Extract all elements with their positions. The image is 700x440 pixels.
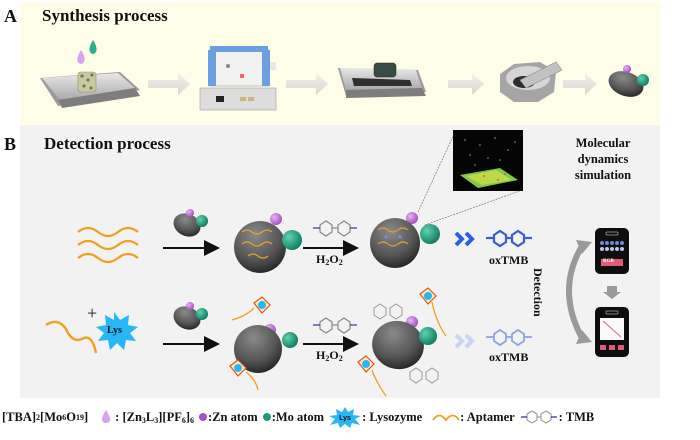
oxtmb-molecule-faded-icon — [486, 328, 532, 347]
oxtmb-molecule-icon — [486, 229, 532, 248]
chevron-arrow-faded-icon — [454, 333, 475, 349]
step-arrow-icon — [286, 73, 328, 95]
md-label-line: Molecular — [575, 136, 631, 150]
legend-item-zn-precursor: : [Zn3L3][PF6]6 — [100, 409, 194, 425]
md-label-line: dynamics — [577, 152, 629, 166]
zn-precursor-droplet-icon — [77, 50, 85, 64]
tube-furnace-icon — [199, 46, 277, 111]
zoom-connector-line — [424, 189, 523, 226]
step-arrow-icon — [148, 73, 190, 95]
aptamer-strand-icon — [45, 320, 98, 354]
detection-label: Detection — [531, 268, 545, 317]
zn-droplet-icon — [101, 410, 111, 423]
legend-item-mo-atom: :Mo atom — [262, 410, 324, 425]
lysozyme-star-icon — [96, 312, 138, 350]
legend-item-tmb: : TMB — [519, 408, 594, 426]
panel-b-letter: B — [4, 134, 17, 154]
legend-item-lysozyme: Lys : Lysozyme — [328, 406, 422, 428]
lysozyme-icon: Lys — [329, 407, 362, 428]
aptamer-lys-complex-particle-icon — [229, 296, 298, 391]
oxtmb-label-top: oxTMB — [489, 253, 529, 267]
complex-tmb-particle-icon — [357, 287, 447, 397]
chevron-arrow-icon — [454, 231, 475, 247]
nanozyme-particle-icon — [173, 302, 208, 330]
detection-curved-arrow-icon — [566, 240, 592, 344]
rgb-badge: RGB — [603, 259, 614, 264]
md-simulation-label: Molecular dynamics simulation — [548, 135, 658, 183]
product-boat-icon — [338, 62, 426, 98]
zn-atom-icon — [199, 413, 208, 421]
panel-a-letter: A — [4, 6, 17, 26]
tmb-molecule-icon — [313, 220, 357, 237]
panel-a-title: Synthesis process — [42, 6, 168, 25]
aptamer-tmb-particle-icon — [370, 212, 440, 268]
legend-item-zn-atom: :Zn atom — [198, 410, 258, 425]
mortar-pestle-icon — [500, 61, 563, 102]
panel-b-title: Detection process — [44, 134, 171, 153]
precursor-boat-icon — [40, 71, 140, 108]
svg-text:Lys: Lys — [339, 415, 351, 422]
plus-sign: + — [87, 303, 98, 323]
legend-item-aptamer: : Aptamer — [432, 410, 515, 425]
zoom-connector-line — [417, 131, 456, 213]
step-arrow-icon — [563, 73, 597, 95]
nanozyme-particle-icon — [173, 209, 208, 237]
down-arrow-icon — [603, 286, 621, 299]
md-label-line: simulation — [574, 168, 632, 182]
oxtmb-label-bottom: oxTMB — [489, 350, 529, 364]
h2o2-label-top: H2O2 — [316, 252, 343, 267]
lysozyme-label: Lys — [107, 325, 123, 336]
smartphone-color-readout-icon — [595, 228, 629, 274]
smartphone-calibration-curve-icon — [595, 307, 629, 357]
step-arrow-icon — [448, 73, 484, 95]
md-simulation-image — [453, 130, 523, 191]
aptamer-strands-icon — [77, 226, 139, 264]
h2o2-label-bottom: H2O2 — [316, 348, 343, 363]
tmb-icon — [520, 410, 557, 424]
nanozyme-particle-icon — [608, 65, 649, 97]
tmb-molecule-icon — [313, 317, 357, 334]
mo-precursor-droplet-icon — [89, 40, 97, 54]
panel-b-background — [20, 125, 660, 398]
mo-atom-icon — [262, 413, 271, 421]
aptamer-loaded-particle-icon — [234, 213, 302, 273]
aptamer-icon — [432, 414, 460, 422]
